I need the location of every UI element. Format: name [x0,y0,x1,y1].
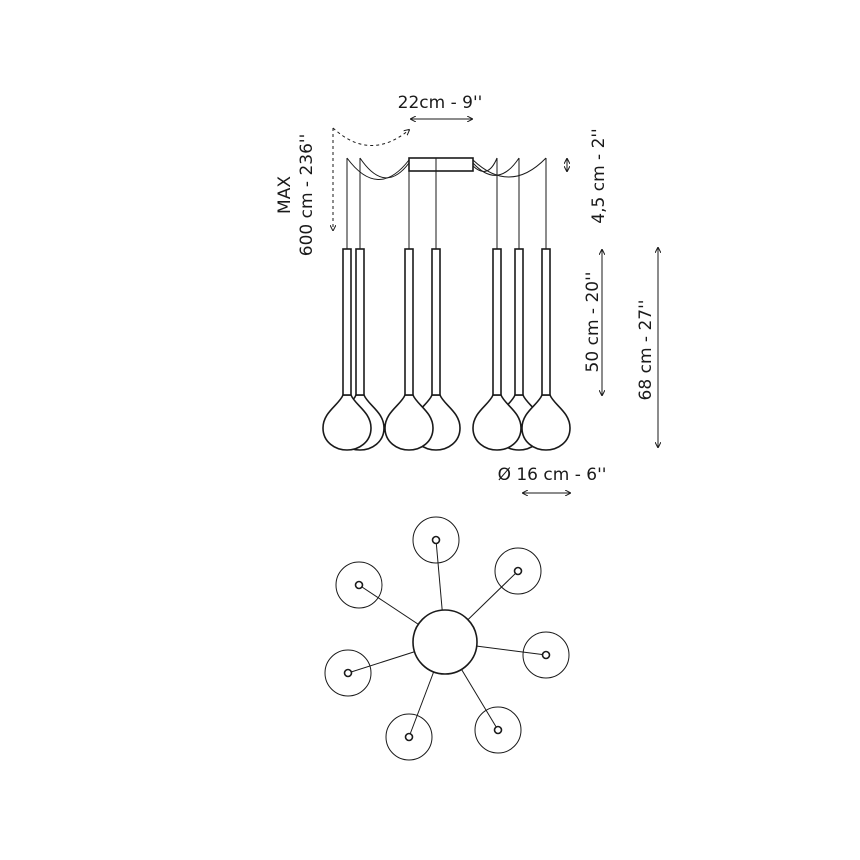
bulb-outline [474,706,522,754]
glass-bulb [521,394,571,451]
top-view [324,516,570,761]
side-view: 22cm - 9'' MAX 600 cm - 236'' 4,5 cm - 2… [275,93,658,493]
tube-dot [493,725,503,735]
bulb-outline [385,713,433,761]
max-label: MAX [275,176,295,214]
max-swing-dashed-arc [332,127,409,146]
pendant-top [522,631,570,679]
bulb-outline [324,649,372,697]
tube-dot [404,732,414,742]
pendant-top [324,649,372,697]
tube-length-label: 50 cm - 20'' [583,272,603,373]
glass-bulb [322,394,372,451]
canopy-height-label: 4,5 cm - 2'' [589,128,609,223]
tube [355,248,365,396]
bulb-outline [522,631,570,679]
tube-dot [431,535,441,545]
tube-dot [343,668,353,678]
tube-dot [513,566,523,576]
diameter-label: Ø 16 cm - 6'' [498,465,607,485]
pendant-top [335,561,383,609]
pendant-top [474,706,522,754]
pendant [521,248,571,451]
canopy-width-label: 22cm - 9'' [398,93,483,113]
pendant-top [412,516,460,564]
pendant [472,248,522,451]
pendant [322,248,372,451]
glass-bulb [384,394,434,451]
tube [492,248,502,396]
pendant-top [494,547,542,595]
tube-dot [354,580,364,590]
tube [514,248,524,396]
pendants [322,158,571,451]
max-length-label: 600 cm - 236'' [297,134,317,257]
canopy-top [412,609,478,675]
pendant [384,248,434,451]
bulb-outline [412,516,460,564]
canopy [408,157,474,172]
bulb-outline [494,547,542,595]
tube [342,248,352,396]
tube [431,248,441,396]
bulb-outline [335,561,383,609]
tube [404,248,414,396]
tube [541,248,551,396]
total-height-label: 68 cm - 27'' [636,300,656,401]
tube-dot [541,650,551,660]
glass-bulb [472,394,522,451]
pendant-top [385,713,433,761]
